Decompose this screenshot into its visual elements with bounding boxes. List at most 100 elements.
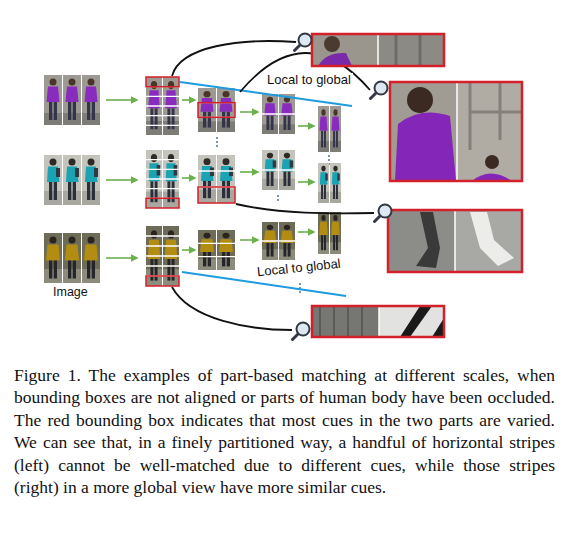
illustration-part [407,87,433,113]
illustration-part [312,34,378,66]
zoom-patch [388,210,522,272]
magnifier-icon [295,34,312,51]
illustration-part [312,306,379,337]
person-photo [44,155,62,205]
person-photo [44,233,62,283]
person-photo [82,75,100,125]
stripe-gap [198,243,235,256]
illustration-part [172,287,292,330]
illustration-part [470,82,522,150]
flow-arrow [240,171,258,173]
person-photo [217,88,235,132]
flow-arrow [182,177,195,179]
illustration-part [328,159,330,161]
person-photo [198,88,216,132]
zoom-patch [312,306,444,337]
red-box [146,276,179,286]
stripe-gap [146,160,179,199]
person-photo [198,155,216,203]
zoom-patch [312,34,444,66]
flow-arrow [298,125,314,127]
illustration-part [455,210,522,272]
person-photo [217,155,235,203]
illustration-part [379,306,444,337]
illustration-part [172,41,296,76]
flow-arrow [106,99,137,101]
person-photo [330,163,341,203]
illustration-part [318,53,352,66]
magnifier-icon [375,205,392,222]
scale-label: Local to global [265,73,353,88]
illustration-part [470,212,514,266]
image-label: Image [51,285,90,299]
person-photo [318,163,329,203]
illustration-part [216,145,218,147]
flow-arrow [240,111,258,113]
person-photo [44,75,62,125]
person-photo [330,212,341,254]
illustration-part [377,34,379,66]
illustration-part [299,283,301,285]
illustration-part [378,306,380,337]
ellipsis-dots [299,283,301,293]
illustration-part [324,36,340,52]
stripe-gap [262,113,295,114]
illustration-part [395,112,456,181]
flow-arrow [298,181,314,183]
illustration-part [454,210,456,272]
flow-arrow [182,99,195,101]
illustration-part [390,82,457,181]
illustration-part [390,82,522,181]
red-box [146,77,179,87]
person-photo [330,106,341,152]
person-photo [198,230,216,270]
red-box [198,103,235,118]
illustration-part [277,199,279,201]
illustration-part [456,82,458,181]
person-photo [318,212,329,254]
illustration-part [388,210,522,272]
illustration-part [432,318,444,337]
illustration-part [277,195,279,197]
illustration-part [457,82,522,181]
illustration-part [485,155,499,169]
red-box [146,198,179,208]
magnifier-icon [293,323,310,340]
figure-caption: Figure 1. The examples of part-based mat… [14,364,555,498]
illustration-part [312,306,444,337]
illustration-part [328,155,330,157]
flow-arrow [106,257,137,259]
person-row [44,150,341,208]
illustration-part [378,34,444,66]
person-photo [63,155,81,205]
illustration-part [400,306,432,337]
illustration-part [388,210,455,272]
flow-arrow [182,249,195,251]
person-row [44,212,341,293]
scale-label: Local to global [254,256,343,280]
person-photo [63,75,81,125]
illustration-part [216,137,218,139]
illustration-part [216,141,218,143]
illustration-part [320,306,362,337]
stripe-gap [146,236,179,276]
illustration-part [396,34,420,66]
illustration-part [299,291,301,293]
illustration-part [312,34,444,66]
person-row [44,75,341,165]
flow-arrow [106,179,137,181]
illustration-part [416,212,440,268]
magnifier-icon [371,82,388,99]
stripe-gap [198,103,235,118]
stripe-gap [262,169,295,170]
stripe-gap [146,87,179,126]
flow-arrow [240,239,258,241]
illustration-part [236,204,374,213]
person-photo [318,106,329,152]
zoom-patch [390,82,522,181]
ellipsis-dots [277,195,279,201]
stripe-gap [262,240,295,241]
person-photo [217,230,235,270]
flow-arrow [298,231,314,233]
